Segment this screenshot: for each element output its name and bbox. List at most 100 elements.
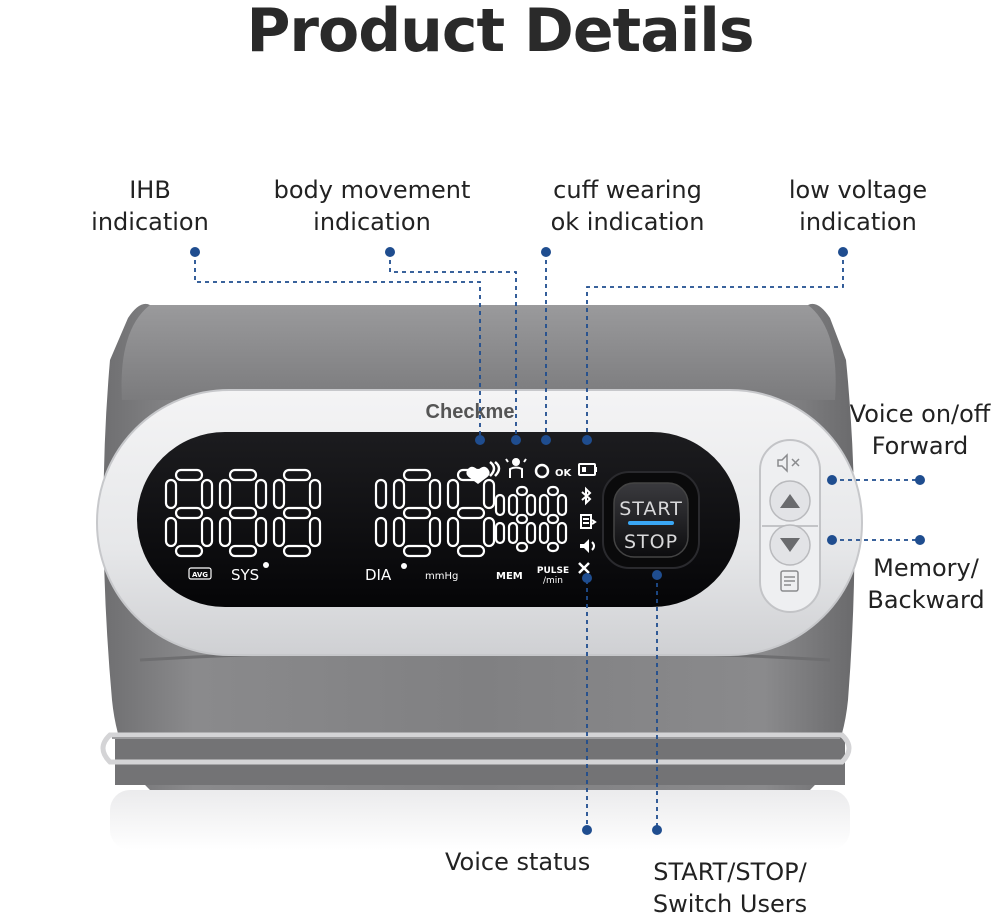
pulse-digit-3: [538, 485, 568, 553]
mute-x-icon: [578, 562, 590, 574]
sys-digit-2: [218, 468, 268, 558]
dia-digit-3-segment-c: [482, 516, 496, 548]
dia-digit-1-segment-b: [374, 478, 388, 510]
mem-text: MEM: [496, 571, 523, 582]
pulse-digit-3-segment-f: [538, 493, 550, 517]
sys-digit-3-segment-e: [272, 516, 286, 548]
pulse-digit-1-segment-c: [494, 521, 506, 545]
pulse-digit-2-segment-e: [507, 521, 519, 545]
sys-text: SYS: [231, 566, 259, 584]
pulse-digit-2-segment-b: [525, 493, 537, 517]
body-movement-callout: [389, 252, 517, 440]
voice-forward-label-line2: Forward: [871, 432, 969, 460]
decimal-dot-1: [263, 562, 269, 568]
body-movement-icon: [505, 458, 527, 478]
pulse-digit-3-segment-e: [538, 521, 550, 545]
start-stop-button[interactable]: [613, 482, 689, 558]
sys-digit-2-segment-b: [254, 478, 268, 510]
ihb-label-line1: IHB: [129, 176, 171, 204]
sys-digit-1-segment-c: [200, 516, 214, 548]
body-movement-label: body movement indication: [262, 174, 482, 238]
sys-digit-2-segment-a: [228, 468, 258, 482]
dia-digit-2-segment-f: [392, 478, 406, 510]
low-voltage-label-line1: low voltage: [788, 176, 928, 204]
start-stop-label-line1: START/STOP/: [653, 858, 807, 886]
memory-button[interactable]: [780, 570, 799, 592]
dia-digit-2-segment-g: [402, 506, 432, 520]
voice-mute-button[interactable]: [777, 453, 800, 473]
memory-list-icon: [780, 570, 799, 592]
dia-text: DIA: [365, 566, 392, 584]
sys-digit-1-segment-a: [174, 468, 204, 482]
pulse-digit-2-segment-a: [515, 485, 529, 497]
sys-digit-2-segment-f: [218, 478, 232, 510]
pulse-digit-3-segment-b: [556, 493, 568, 517]
sys-digit-1-segment-d: [174, 544, 204, 558]
voice-forward-label: Voice on/off Forward: [842, 398, 998, 462]
dia-digit-3-segment-d: [456, 544, 486, 558]
ihb-callout: [194, 252, 481, 440]
pulse-digit-2-segment-d: [515, 541, 529, 553]
cuff-wearing-label-line1: cuff wearing: [553, 176, 702, 204]
voice-forward-label-line1: Voice on/off: [849, 400, 991, 428]
pulse-digit-2-segment-g: [515, 513, 529, 525]
dia-digit-1: [374, 478, 388, 548]
dia-digit-2-segment-b: [428, 478, 442, 510]
sys-digit-3-segment-d: [282, 544, 312, 558]
dia-digit-3-segment-g: [456, 506, 486, 520]
dia-digit-3-segment-e: [446, 516, 460, 548]
start-text: START: [619, 498, 683, 520]
per-min-text: /min: [543, 576, 563, 586]
low-voltage-callout: [586, 252, 844, 440]
callout-lines: [194, 252, 920, 830]
sys-digit-1-segment-b: [200, 478, 214, 510]
dia-digit-3-segment-f: [446, 478, 460, 510]
pulse-digit-3-segment-a: [546, 485, 560, 497]
cuff-ok-icon: OK: [534, 463, 573, 479]
page-title: Product Details: [246, 0, 754, 66]
decimal-dot-2: [401, 563, 407, 569]
brand-logo: Checkme: [426, 401, 515, 423]
dia-digit-2-segment-e: [392, 516, 406, 548]
down-arrow-icon: [780, 538, 800, 552]
dia-digit-2-segment-c: [428, 516, 442, 548]
start-stop-label: START/STOP/ Switch Users: [640, 856, 820, 920]
pulse-text: PULSE: [537, 566, 569, 576]
dia-digit-3: [446, 468, 496, 558]
speaker-mute-icon: [777, 453, 800, 473]
pulse-digit-2: [507, 485, 537, 553]
pulse-digit-2-segment-c: [525, 521, 537, 545]
dia-digit-1-segment-c: [374, 516, 388, 548]
start-stop-label-line2: Switch Users: [652, 890, 808, 918]
low-voltage-label: low voltage indication: [778, 174, 938, 238]
sys-digit-2-segment-d: [228, 544, 258, 558]
ihb-label-line2: indication: [91, 208, 209, 236]
cuff-ok-text: OK: [555, 468, 573, 479]
stop-text: STOP: [624, 531, 678, 553]
pulse-digit-3-segment-d: [546, 541, 560, 553]
dia-digit-2-segment-a: [402, 468, 432, 482]
dia-digit-2: [392, 468, 442, 558]
memory-backward-label-line1: Memory/: [873, 554, 979, 582]
sys-digit-1-segment-e: [164, 516, 178, 548]
up-arrow-icon: [780, 494, 800, 508]
start-stop-led: [628, 521, 674, 525]
sys-digit-3-segment-b: [308, 478, 322, 510]
ihb-label: IHB indication: [90, 174, 210, 238]
sys-digit-3: [272, 468, 322, 558]
cuff-wearing-label: cuff wearing ok indication: [535, 174, 720, 238]
dia-digit-2-segment-d: [402, 544, 432, 558]
sys-digit-1-segment-f: [164, 478, 178, 510]
pulse-digit-1: [494, 493, 506, 545]
dia-digit-3-segment-b: [482, 478, 496, 510]
body-movement-label-line1: body movement: [273, 176, 471, 204]
sys-digit-2-segment-e: [218, 516, 232, 548]
sys-digit-3-segment-a: [282, 468, 312, 482]
speaker-icon: [580, 539, 595, 553]
sys-digit-1: [164, 468, 214, 558]
metal-ring: [100, 732, 852, 765]
sys-digit-3-segment-f: [272, 478, 286, 510]
bluetooth-icon: [581, 486, 592, 506]
low-voltage-label-line2: indication: [799, 208, 917, 236]
